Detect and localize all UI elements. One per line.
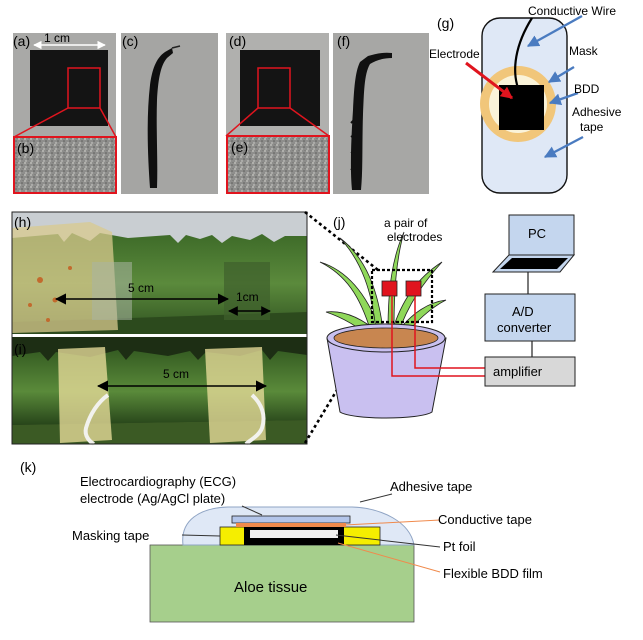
cross-section (149, 493, 441, 623)
scale-label-1cm-h: 1cm (236, 290, 259, 304)
label-ecg-2: electrode (Ag/AgCl plate) (80, 491, 225, 506)
label-pt-foil: Pt foil (443, 539, 476, 554)
panel-label-b: (b) (17, 140, 34, 156)
photo-c (121, 33, 218, 194)
label-mask: Mask (569, 44, 599, 58)
label-converter: converter (497, 320, 552, 335)
label-aloe-tissue: Aloe tissue (234, 579, 307, 596)
label-amplifier: amplifier (493, 364, 543, 379)
label-ad: A/D (512, 304, 534, 319)
panel-label-i: (i) (14, 341, 26, 357)
label-bdd-film: Flexible BDD film (443, 566, 543, 581)
label-electrodes: electrodes (387, 230, 442, 244)
label-pair-of: a pair of (384, 216, 428, 230)
label-tape: tape (580, 120, 604, 134)
label-masking-tape: Masking tape (72, 528, 149, 543)
panel-label-d: (d) (229, 33, 246, 49)
label-conductive-tape: Conductive tape (438, 512, 532, 527)
label-electrode: Electrode (429, 47, 480, 61)
label-conductive-wire: Conductive Wire (528, 4, 616, 18)
panel-label-j: (j) (333, 214, 345, 230)
photo-a-b (13, 33, 117, 194)
photo-h (12, 212, 307, 334)
photo-f (333, 33, 429, 194)
photo-d-e (225, 33, 330, 194)
panel-label-h: (h) (14, 214, 31, 230)
scale-label-5cm-h: 5 cm (128, 281, 154, 295)
electrode-schematic (465, 14, 584, 194)
scale-label-5cm-i: 5 cm (163, 367, 189, 381)
photo-i (12, 337, 307, 446)
scale-label-1cm: 1 cm (44, 31, 70, 45)
panel-label-f: (f) (337, 33, 350, 49)
label-bdd: BDD (574, 82, 600, 96)
label-adhesive: Adhesive (572, 105, 622, 119)
label-ecg-1: Electrocardiography (ECG) (80, 474, 236, 489)
panel-label-e: (e) (231, 139, 248, 155)
panel-label-c: (c) (122, 33, 138, 49)
panel-label-k: (k) (20, 459, 36, 475)
panel-label-g: (g) (437, 15, 454, 31)
panel-label-a: (a) (13, 33, 30, 49)
label-adhesive-tape: Adhesive tape (390, 479, 472, 494)
label-pc: PC (528, 226, 546, 241)
measurement-setup (319, 214, 576, 419)
